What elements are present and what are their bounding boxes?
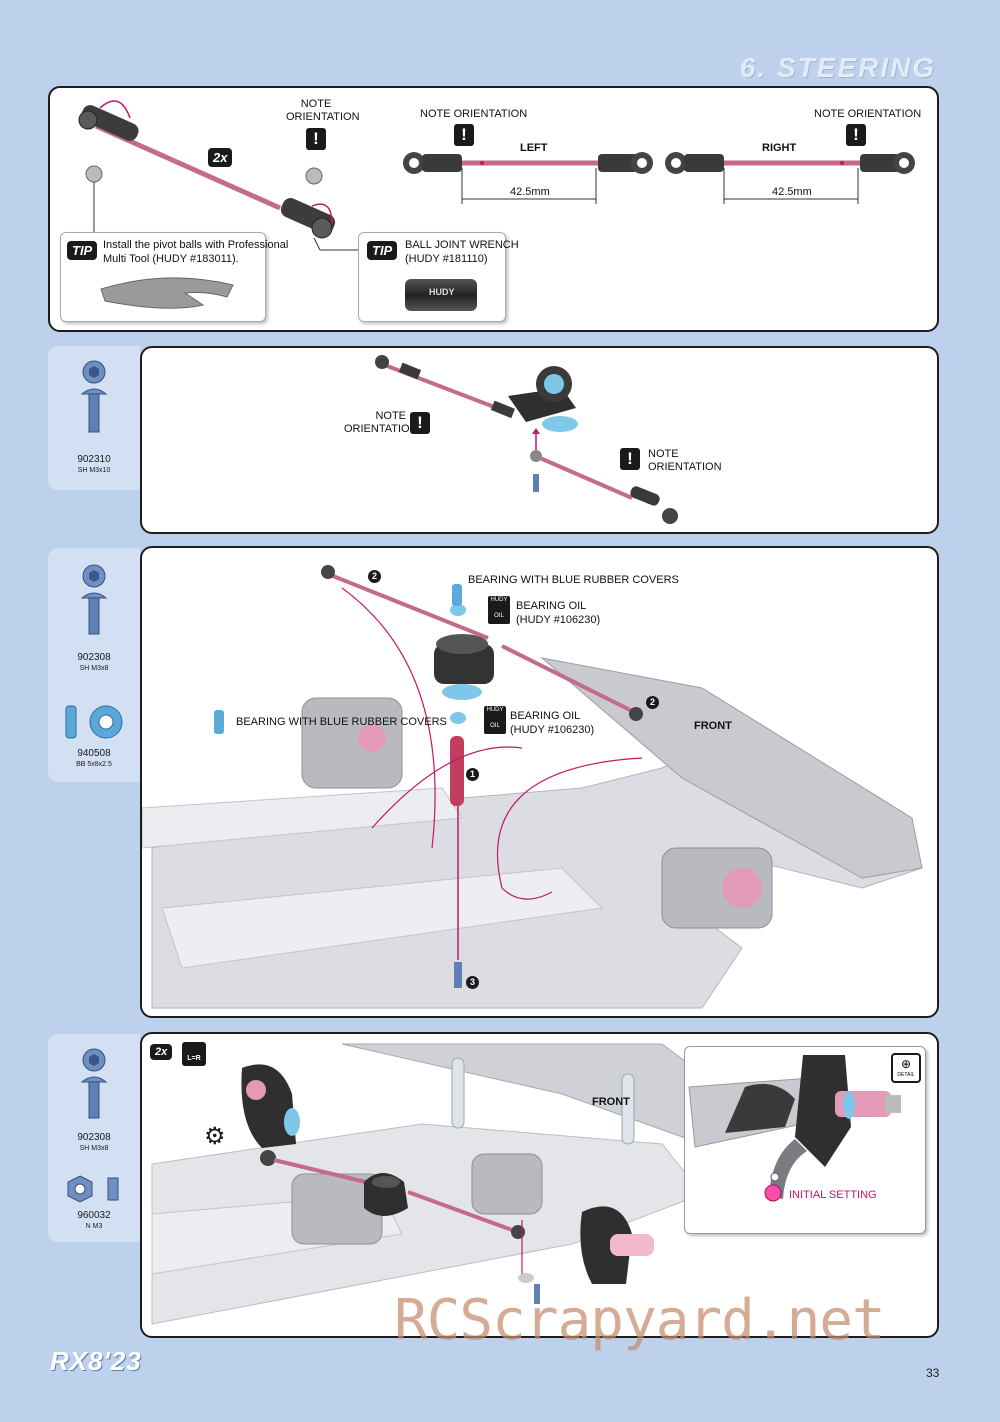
page-number: 33 [926,1366,940,1380]
section-title: 6. STEERING [739,52,936,83]
note-orientation-icon-1: ! [410,412,430,434]
gear-adjust-icon: ⚙ [204,1123,226,1150]
note-orientation-icon-2: ! [620,448,640,470]
tip-badge: TIP [367,241,398,260]
step1-panel: 2x NOTE ORIENTATION ! NOTE ORIENTATION !… [48,86,939,332]
note-orientation-label-1: NOTE ORIENTATION [344,410,418,435]
step-number-2a: 2 [368,570,381,583]
product-logo: RX8'23 [50,1346,142,1376]
detail-icon: ⊕DETAIL [891,1053,921,1083]
tip-text-line1: Install the pivot balls with Professiona… [103,239,289,251]
bearing-icon [65,705,123,739]
bearing-label-left: BEARING WITH BLUE RUBBER COVERS [236,716,447,728]
step4-drawing [151,1043,763,1325]
oil-label-1-line1: BEARING OIL [516,600,587,612]
step2-drawing [375,355,678,524]
initial-setting-label: INITIAL SETTING [789,1189,877,1201]
detail-drawing [688,1055,901,1202]
oil-label-1-line2: (HUDY #106230) [516,614,601,626]
step-number-3: 3 [466,976,479,989]
tip-text-line1: BALL JOINT WRENCH [405,239,519,251]
left-label: LEFT [520,142,548,154]
step3-panel: 2 2 1 3 BEARING WITH BLUE RUBBER COVERS … [140,546,939,1018]
screw-icon [80,564,108,635]
note-orientation-left-icon: ! [454,124,474,146]
note-orientation-label: NOTE ORIENTATION [286,98,360,123]
step-number-1: 1 [466,768,479,781]
wrench-brand: HUDY [429,287,455,297]
wrench-image: HUDY [405,279,477,311]
oil-label-2-line1: BEARING OIL [510,710,581,722]
tip-text-line2: (HUDY #181110) [405,253,488,265]
step2-panel: NOTE ORIENTATION ! ! NOTE ORIENTATION [140,346,939,534]
tip-text-line2: Multi Tool (HUDY #183011). [103,253,239,265]
tip-ball-joint-wrench: TIP BALL JOINT WRENCH (HUDY #181110) HUD… [358,232,519,322]
watermark: RCScrapyard.net [394,1288,886,1353]
note-orientation-right-label: NOTE ORIENTATION [814,108,922,120]
step-number-2b: 2 [646,696,659,709]
oil-label-2-line2: (HUDY #106230) [510,724,595,736]
bearing-label-top: BEARING WITH BLUE RUBBER COVERS [468,574,679,586]
note-orientation-label-2: NOTE ORIENTATION [648,448,722,473]
step3-drawing [142,565,923,1009]
tip-badge: TIP [67,241,98,260]
note-orientation-right-icon: ! [846,124,866,146]
screw-icon [80,360,108,433]
note-orientation-icon: ! [306,128,326,150]
multi-tool-image [100,277,234,309]
left-equals-right-icon: L=R [182,1042,206,1066]
nut-icon [67,1175,119,1203]
dimension-left: 42.5mm [510,186,550,198]
note-orientation-left-label: NOTE ORIENTATION [420,108,528,120]
step1-drawing [78,100,915,251]
front-label: FRONT [592,1096,630,1108]
dimension-right: 42.5mm [772,186,812,198]
detail-inset: ⊕DETAIL INITIAL SETTING [684,1046,926,1234]
multiplier-badge: 2x [208,148,233,167]
screw-icon [80,1048,108,1119]
multiplier-badge: 2x [150,1044,173,1060]
right-label: RIGHT [762,142,797,154]
front-label: FRONT [694,720,732,732]
tip-pivot-balls: TIP Install the pivot balls with Profess… [60,232,288,322]
step4-panel: 2x L=R ⚙ FRONT ⊕DETAIL INITIAL SETTING [140,1032,939,1338]
